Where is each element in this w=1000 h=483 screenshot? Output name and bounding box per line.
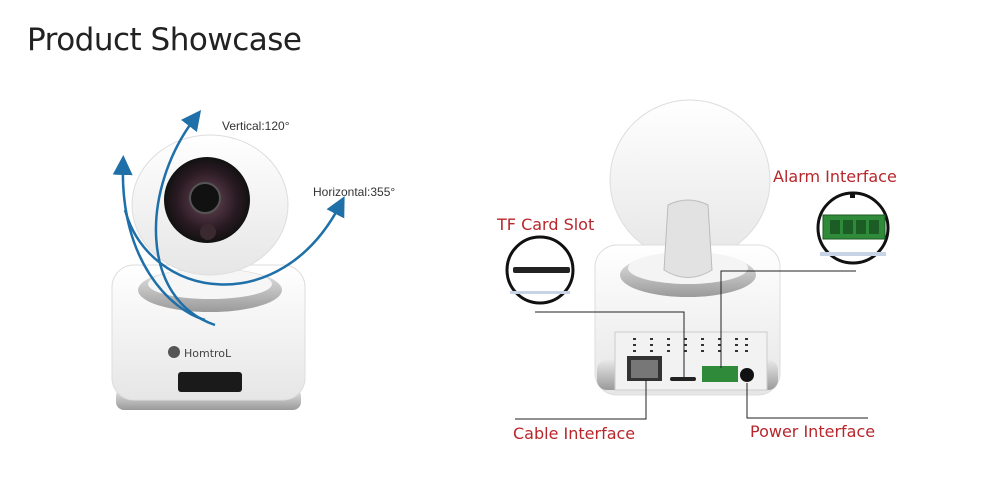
front-camera: HomtroL bbox=[111, 110, 345, 410]
brand-logo: HomtroL bbox=[184, 347, 232, 360]
vertical-rotation-label: Vertical:120° bbox=[222, 119, 290, 133]
brand-logo-icon bbox=[168, 346, 180, 358]
horizontal-arrow-icon bbox=[123, 196, 345, 286]
tf-slot-icon bbox=[670, 377, 696, 381]
alarm-detail-circle bbox=[816, 191, 890, 265]
tf-card-slot-label: TF Card Slot bbox=[497, 215, 595, 234]
alarm-terminal-icon bbox=[702, 366, 738, 382]
leader-lines bbox=[515, 270, 868, 420]
pan-arrow-left-icon bbox=[112, 155, 206, 322]
back-camera bbox=[505, 99, 890, 420]
vertical-arrow-icon bbox=[154, 110, 216, 327]
power-jack-icon bbox=[740, 368, 754, 382]
alarm-interface-label: Alarm Interface bbox=[773, 167, 897, 186]
tf-card-detail-circle bbox=[505, 235, 575, 305]
page-title: Product Showcase bbox=[27, 22, 302, 58]
power-interface-label: Power Interface bbox=[750, 422, 876, 441]
cable-interface-label: Cable Interface bbox=[513, 424, 636, 443]
horizontal-rotation-label: Horizontal:355° bbox=[313, 185, 396, 199]
